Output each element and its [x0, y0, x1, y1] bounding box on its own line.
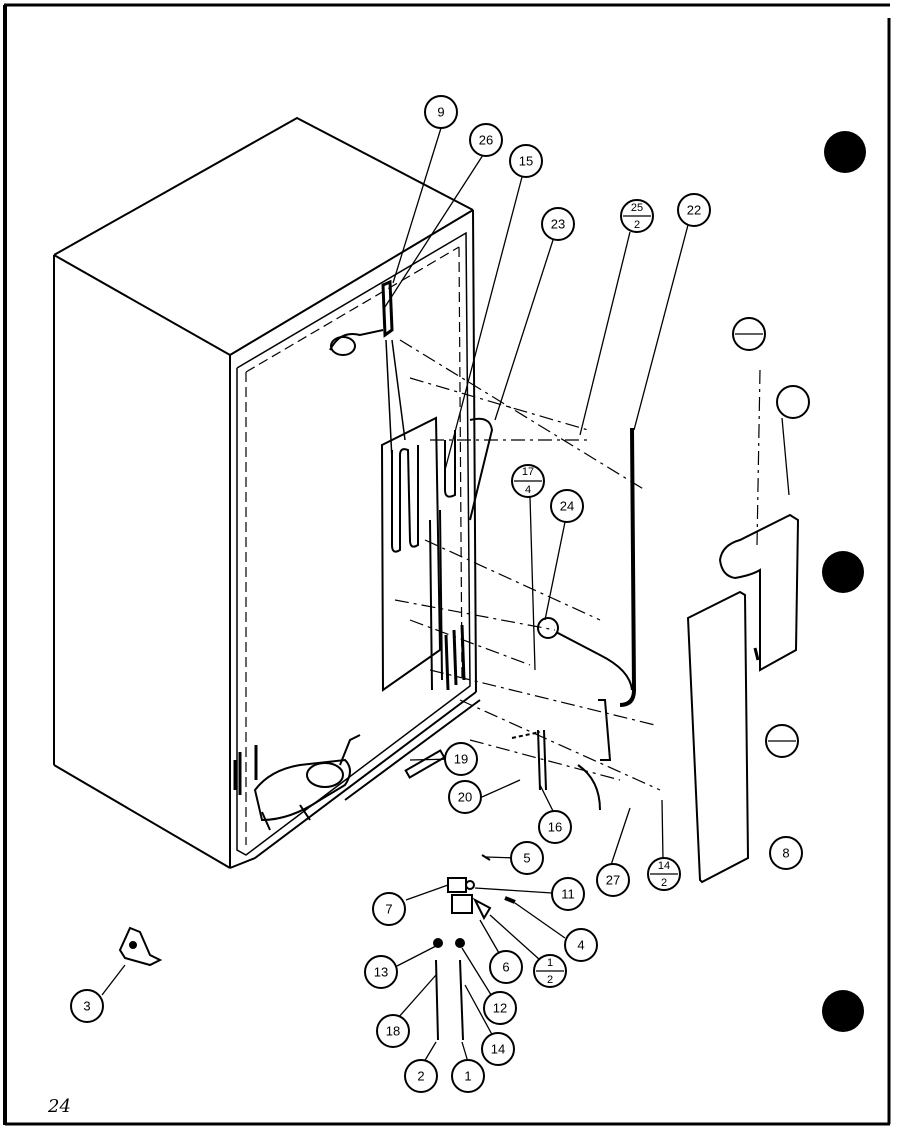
lower-panel — [686, 590, 750, 884]
callout-12-label: 12 — [493, 1001, 507, 1016]
callout-19-label: 19 — [454, 752, 468, 767]
binder-hole-middle — [822, 551, 864, 593]
binder-hole-bottom — [822, 990, 864, 1032]
callout-14-label: 14 — [491, 1042, 505, 1057]
callout-6-label: 6 — [502, 960, 509, 975]
callout-3-label: 3 — [83, 999, 90, 1014]
callout-illegible-1 — [732, 317, 766, 351]
callout-16-label: 16 — [548, 820, 562, 835]
callout-11: 11 — [551, 877, 585, 911]
callout-5: 5 — [510, 841, 544, 875]
callout-18-label: 18 — [386, 1024, 400, 1039]
upper-panel — [718, 513, 800, 672]
refrigerator-cabinet — [53, 116, 477, 869]
callout-26: 26 — [469, 123, 503, 157]
callout-27-label: 27 — [606, 873, 620, 888]
callout-1: 1 — [451, 1059, 485, 1093]
callout-22-label: 22 — [687, 203, 701, 218]
callout-23-label: 23 — [551, 217, 565, 232]
callout-1-2: 1 2 — [533, 954, 567, 988]
callout-17-4: 17 4 — [511, 464, 545, 498]
callout-4-label: 4 — [577, 938, 584, 953]
callout-20-label: 20 — [458, 790, 472, 805]
page-border — [3, 3, 891, 1126]
callout-7-label: 7 — [385, 902, 392, 917]
callout-9-label: 9 — [437, 105, 444, 120]
callout-8-label: 8 — [782, 846, 789, 861]
callout-illegible-3 — [765, 724, 799, 758]
callout-15-label: 15 — [519, 154, 533, 169]
callout-16: 16 — [538, 810, 572, 844]
callout-leaders — [101, 127, 790, 1063]
callout-8: 8 — [769, 836, 803, 870]
callout-17-4-bottom: 4 — [525, 484, 531, 496]
callout-14-2-bottom: 2 — [661, 877, 667, 889]
callout-12: 12 — [483, 991, 517, 1025]
callout-5-label: 5 — [523, 851, 530, 866]
callout-25-2-bottom: 2 — [634, 219, 640, 231]
drain-assembly — [511, 427, 637, 811]
callout-23: 23 — [541, 207, 575, 241]
binder-holes — [822, 131, 866, 1032]
callout-14-2-top: 14 — [658, 860, 670, 872]
callout-1-2-bottom: 2 — [547, 974, 553, 986]
callout-14-2: 14 2 — [647, 857, 681, 891]
callout-6: 6 — [489, 950, 523, 984]
callout-14: 14 — [481, 1032, 515, 1066]
bracket-part-3 — [118, 926, 163, 967]
callout-9: 9 — [424, 95, 458, 129]
callout-13: 13 — [364, 955, 398, 989]
back-panels — [686, 513, 800, 884]
callout-4: 4 — [564, 928, 598, 962]
compressor — [253, 699, 481, 831]
callout-22: 22 — [677, 193, 711, 227]
callout-1-2-top: 1 — [547, 957, 553, 969]
valve-assembly — [433, 854, 516, 1041]
callout-15: 15 — [509, 144, 543, 178]
callout-7: 7 — [372, 892, 406, 926]
condenser-coil — [329, 279, 494, 692]
callout-25-2-top: 25 — [631, 202, 643, 214]
binder-hole-top — [824, 131, 866, 173]
callout-24: 24 — [550, 489, 584, 523]
callout-13-label: 13 — [374, 965, 388, 980]
callout-20: 20 — [448, 780, 482, 814]
callout-19: 19 — [444, 742, 478, 776]
assembly-leaders — [394, 339, 761, 791]
callout-1-label: 1 — [464, 1069, 471, 1084]
callout-24-label: 24 — [560, 499, 574, 514]
callout-illegible-2 — [776, 385, 810, 419]
callout-27: 27 — [596, 863, 630, 897]
callout-2-label: 2 — [417, 1069, 424, 1084]
callout-2: 2 — [404, 1059, 438, 1093]
callout-18: 18 — [376, 1014, 410, 1048]
callout-25-2: 25 2 — [620, 199, 654, 233]
page-number: 24 — [47, 1096, 71, 1117]
callout-3: 3 — [70, 989, 104, 1023]
callout-17-4-top: 17 — [522, 466, 534, 478]
callout-11-label: 11 — [561, 887, 575, 902]
callout-26-label: 26 — [479, 133, 493, 148]
